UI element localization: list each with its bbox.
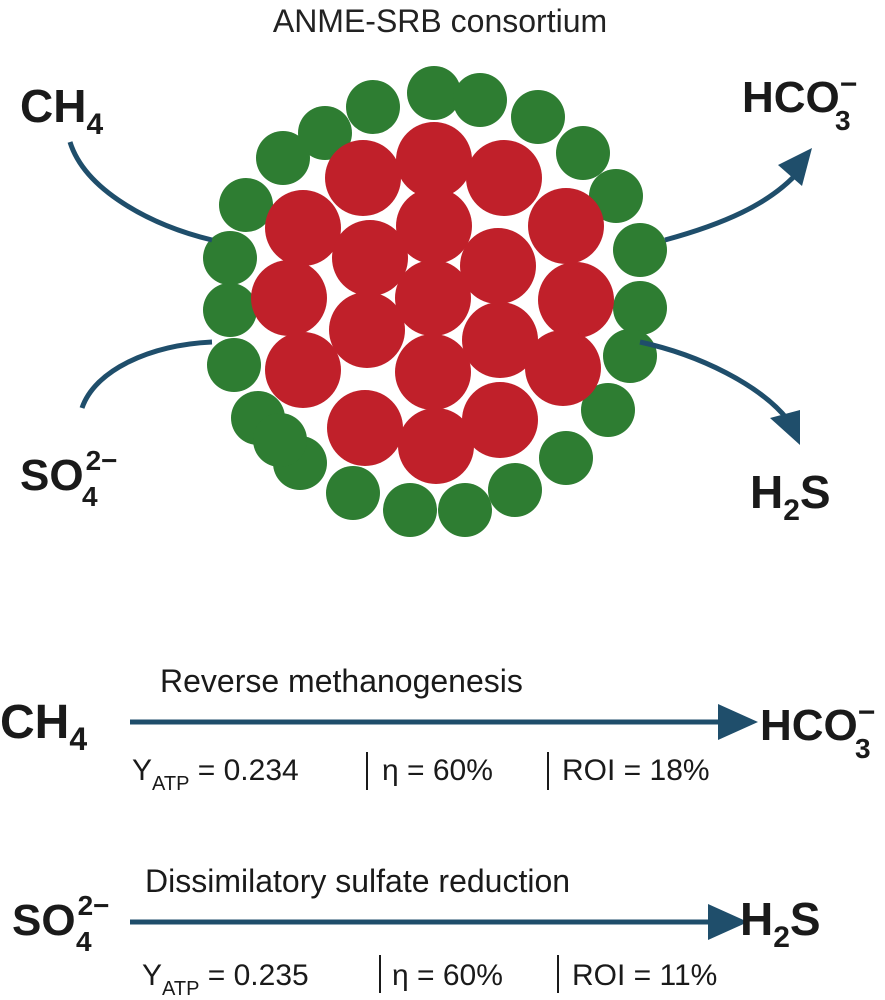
anme-cell (327, 390, 403, 466)
ch4-label-top: CH4 (20, 80, 103, 141)
anme-cell (265, 190, 341, 266)
reaction-1-eta: η = 60% (382, 754, 493, 787)
anme-cell (396, 188, 472, 264)
srb-cell (581, 383, 635, 437)
srb-cell (346, 80, 400, 134)
reaction-2-yatp: YATP = 0.235 (142, 959, 309, 1000)
so4-label-top: SO2−4 (20, 445, 118, 512)
srb-cell (203, 231, 257, 285)
hco3-label-top: HCO−3 (742, 68, 857, 136)
reaction-1-reactant: CH4 (0, 696, 87, 757)
anme-cell-core (251, 122, 614, 484)
anme-cell (395, 260, 471, 336)
anme-cell (395, 334, 471, 410)
anme-cell (525, 330, 601, 406)
anme-cell (398, 408, 474, 484)
anme-cell (332, 220, 408, 296)
anme-cell (462, 382, 538, 458)
srb-cell (383, 483, 437, 537)
anme-cell (466, 140, 542, 216)
reaction-1-yatp: YATP = 0.234 (132, 754, 299, 795)
srb-cell (539, 431, 593, 485)
h2s-arrowhead (770, 410, 800, 445)
srb-cell (511, 90, 565, 144)
so4-inflow-arrow (79, 339, 213, 409)
ch4-inflow-arrow (67, 141, 213, 243)
srb-cell (613, 281, 667, 335)
reaction-2-roi: ROI = 11% (572, 959, 717, 992)
anme-cell (538, 262, 614, 338)
srb-cell (589, 169, 643, 223)
srb-cell (207, 338, 261, 392)
reaction-1-product: HCO−3 (760, 696, 875, 764)
h2s-outflow-arrow (639, 339, 790, 422)
srb-cell (556, 126, 610, 180)
srb-cell-shell (203, 66, 667, 537)
anme-cell (396, 122, 472, 198)
srb-cell (488, 463, 542, 517)
hco3-outflow-arrow (664, 168, 802, 243)
anme-cell (329, 292, 405, 368)
anme-cell (528, 188, 604, 264)
reaction-1-arrowhead (718, 704, 758, 740)
anme-cell (265, 332, 341, 408)
srb-cell (256, 131, 310, 185)
srb-cell (203, 283, 257, 337)
anme-cell (462, 302, 538, 378)
h2s-label-top: H2S (750, 466, 831, 527)
srb-cell (298, 106, 352, 160)
srb-cell (603, 329, 657, 383)
diagram-title: ANME-SRB consortium (273, 3, 607, 39)
reaction-2-reactant: SO2−4 (12, 890, 110, 957)
srb-cell (253, 413, 307, 467)
reaction-2-arrowhead (708, 904, 748, 940)
srb-cell (326, 466, 380, 520)
anme-cell (251, 260, 327, 336)
reaction-1-roi: ROI = 18% (562, 754, 710, 787)
srb-cell (219, 178, 273, 232)
srb-cell (407, 66, 461, 120)
hco3-arrowhead (778, 148, 812, 186)
srb-cell (453, 73, 507, 127)
srb-cell (613, 223, 667, 277)
reaction-1-name: Reverse methanogenesis (160, 663, 523, 699)
reaction-2-name: Dissimilatory sulfate reduction (145, 863, 570, 899)
reaction-2-eta: η = 60% (392, 959, 503, 992)
srb-cell (438, 483, 492, 537)
reaction-2-product: H2S (740, 893, 821, 954)
anme-cell (325, 140, 401, 216)
anme-cell (460, 228, 536, 304)
